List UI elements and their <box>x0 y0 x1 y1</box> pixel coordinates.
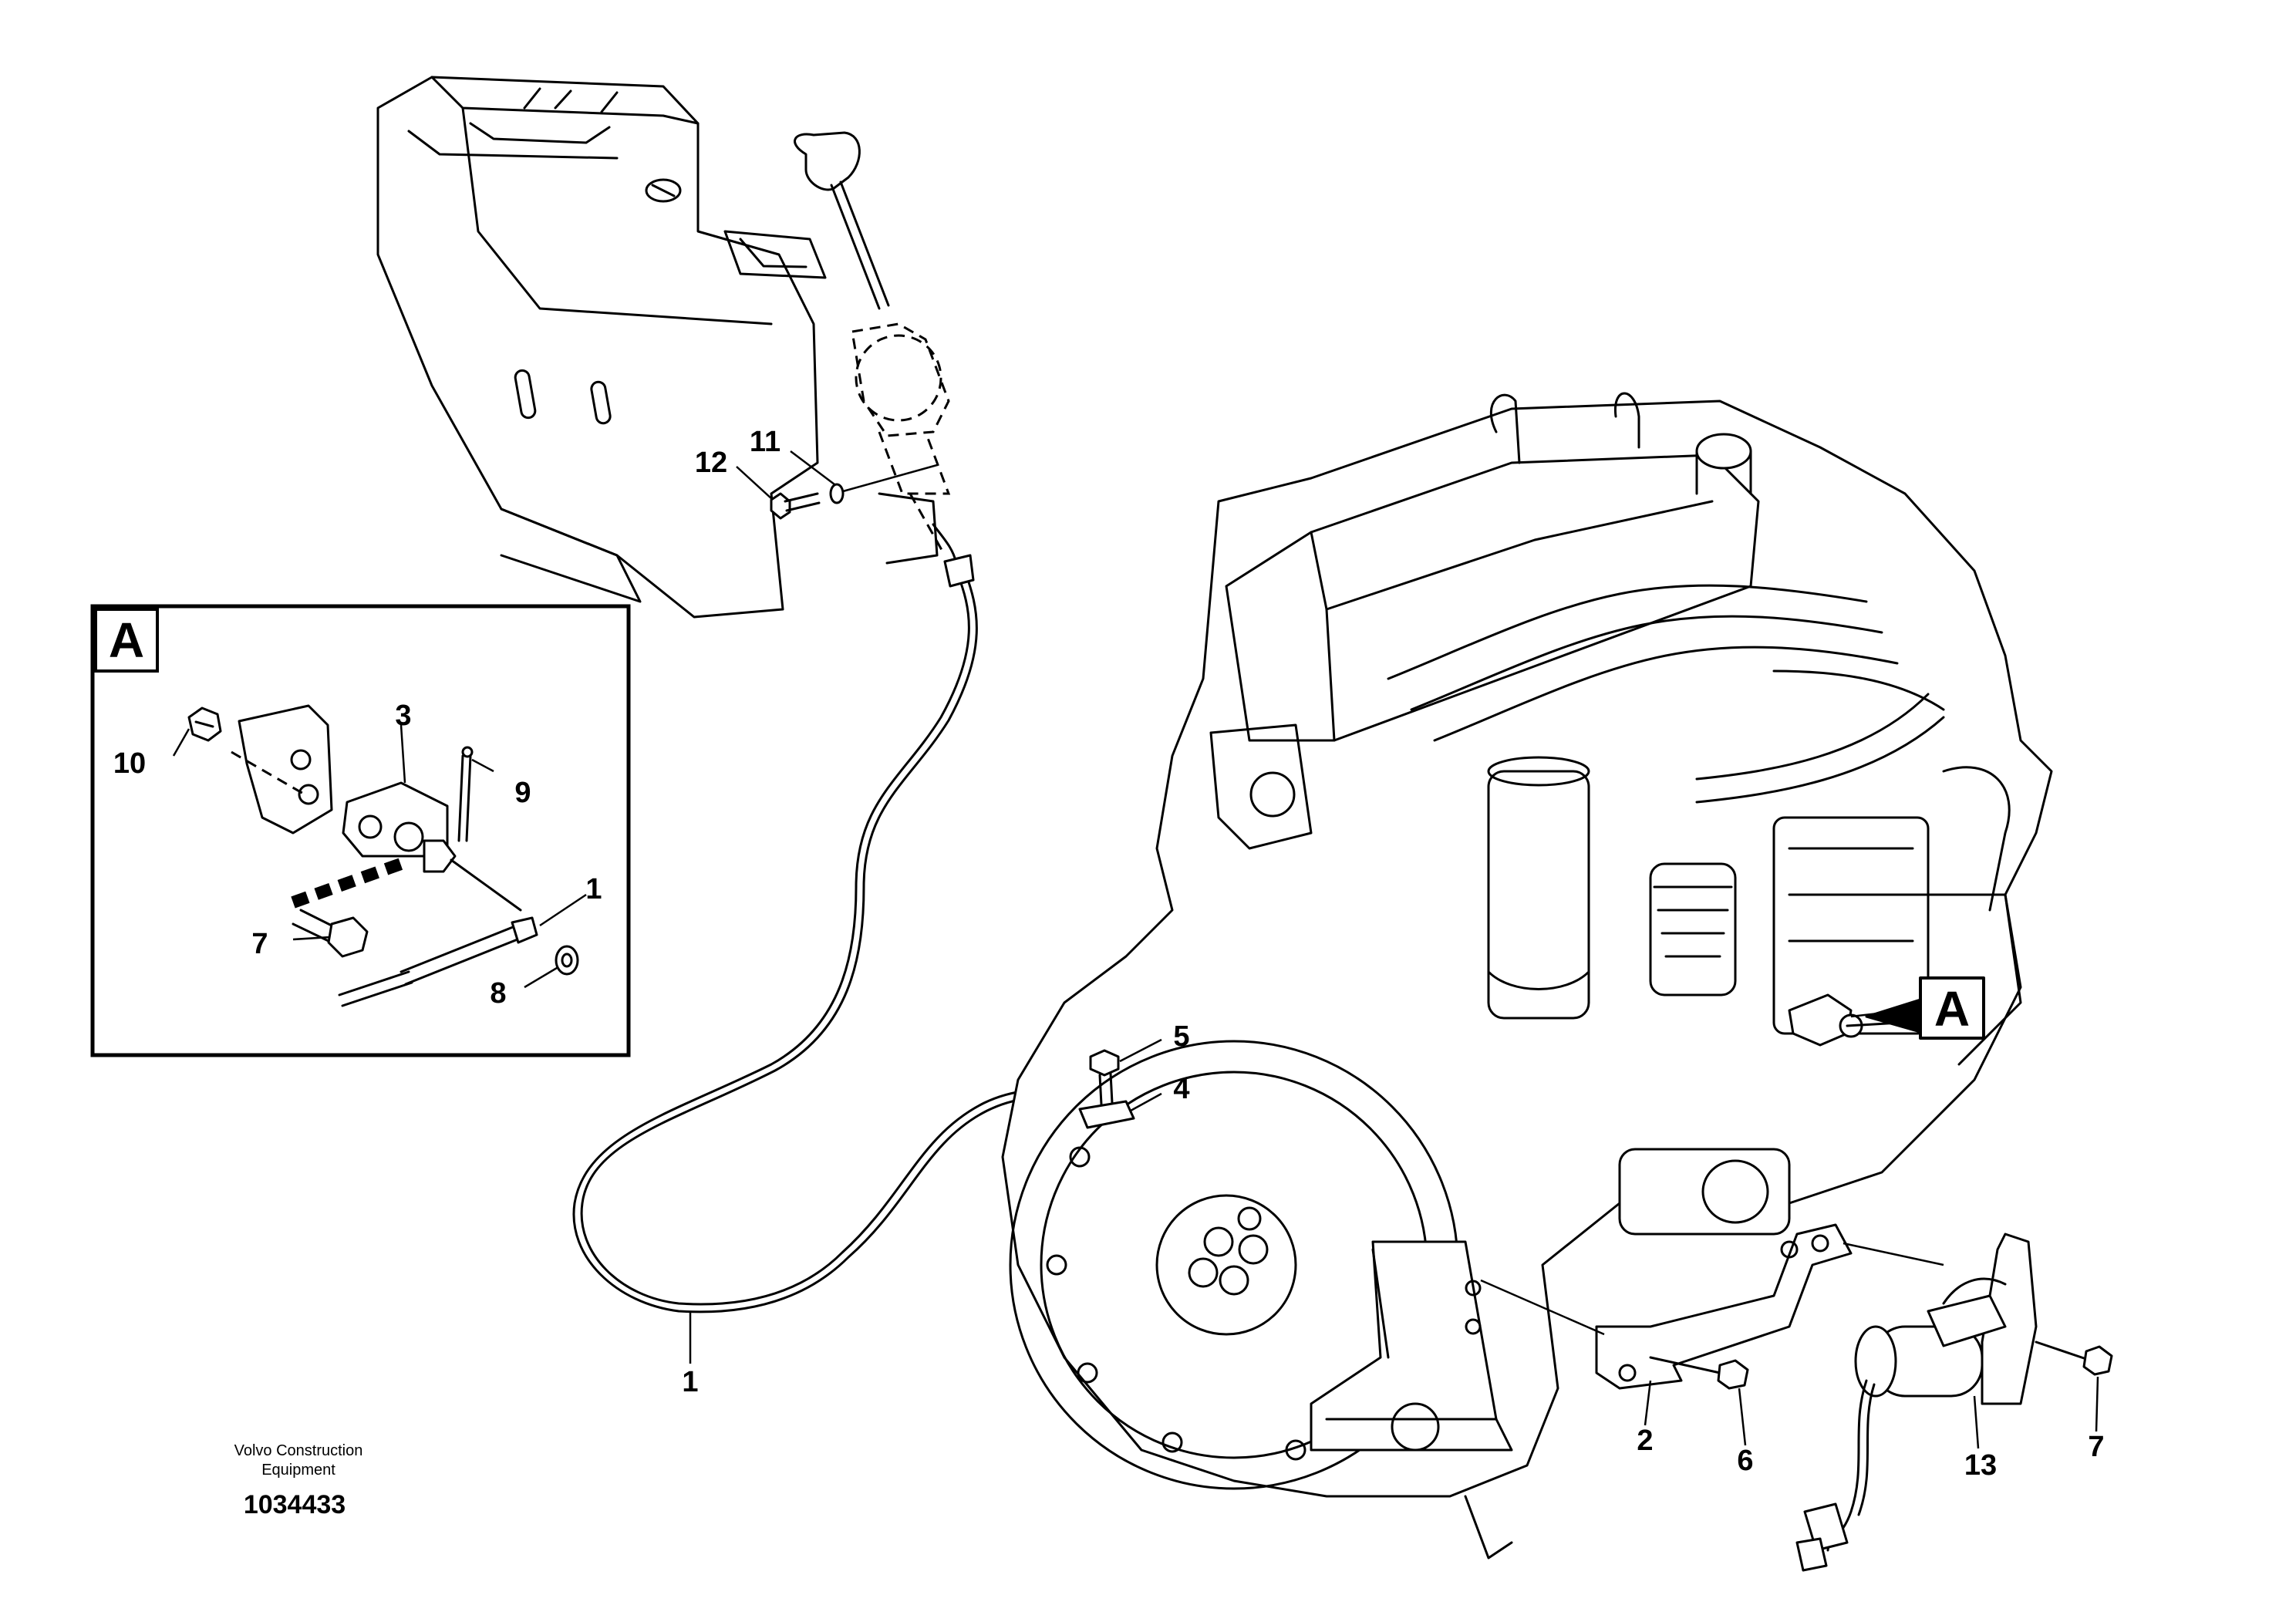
clamp-4 <box>1078 1100 1135 1129</box>
engine-block <box>1001 392 2053 1560</box>
callout-4: 4 <box>1173 1073 1189 1105</box>
callout-2: 2 <box>1637 1425 1653 1457</box>
callout-detail-10: 10 <box>113 747 146 780</box>
screw-7-main <box>2035 1340 2113 1376</box>
callout-7: 7 <box>2088 1431 2104 1463</box>
throttle-lever <box>794 131 958 565</box>
callout-detail-8: 8 <box>490 977 506 1010</box>
drawing-number: 1034433 <box>244 1490 346 1519</box>
screw-12 <box>770 492 821 520</box>
detail-a-view: A <box>90 604 631 1057</box>
callout-12: 12 <box>695 447 727 479</box>
callout-detail-1: 1 <box>585 873 602 905</box>
callout-5: 5 <box>1173 1020 1189 1053</box>
operator-console <box>376 76 939 619</box>
publisher-line-2: Equipment <box>261 1462 335 1479</box>
publisher-line-1: Volvo Construction <box>234 1442 363 1459</box>
callout-13: 13 <box>1964 1449 1997 1482</box>
callout-detail-7: 7 <box>251 928 268 960</box>
detail-a-pointer: A <box>1850 976 1985 1040</box>
callout-detail-3: 3 <box>395 700 411 732</box>
screw-6 <box>1649 1356 1749 1390</box>
callout-11: 11 <box>750 426 781 458</box>
callout-detail-9: 9 <box>514 777 531 809</box>
bolt-5 <box>1089 1049 1120 1106</box>
bracket-2 <box>1480 1223 1944 1390</box>
callout-6: 6 <box>1737 1445 1753 1477</box>
detail-a-label: A <box>109 612 144 668</box>
callout-1: 1 <box>682 1366 698 1398</box>
detail-a-ref-label: A <box>1934 981 1970 1037</box>
washer-11 <box>829 483 845 504</box>
solenoid-13 <box>1795 1233 2038 1572</box>
